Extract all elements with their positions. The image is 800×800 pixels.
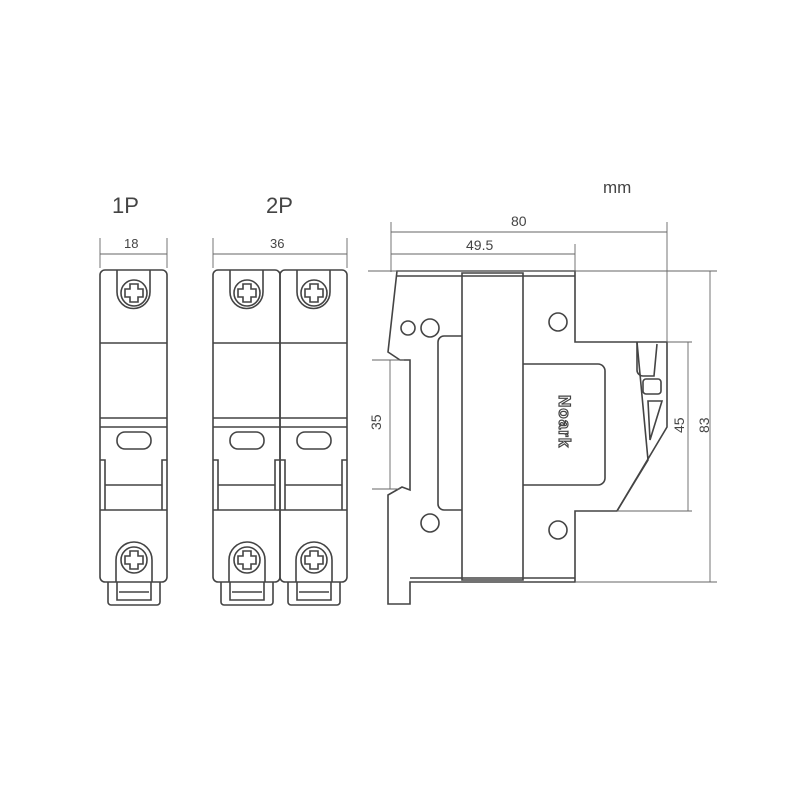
dimension-lines-side: [368, 222, 717, 583]
front-view-1p: [99, 269, 168, 606]
dim-1p-width: 18: [124, 236, 139, 251]
side-view: [387, 270, 668, 605]
title-1p: 1P: [112, 193, 139, 218]
front-view-2p: [212, 269, 348, 606]
dimension-lines-front: [99, 238, 348, 268]
dim-depth: 80: [511, 213, 527, 229]
dim-depth-front: 49.5: [466, 237, 494, 253]
title-2p: 2P: [266, 193, 293, 218]
unit-label: mm: [603, 178, 632, 197]
dim-2p-width: 36: [270, 236, 285, 251]
